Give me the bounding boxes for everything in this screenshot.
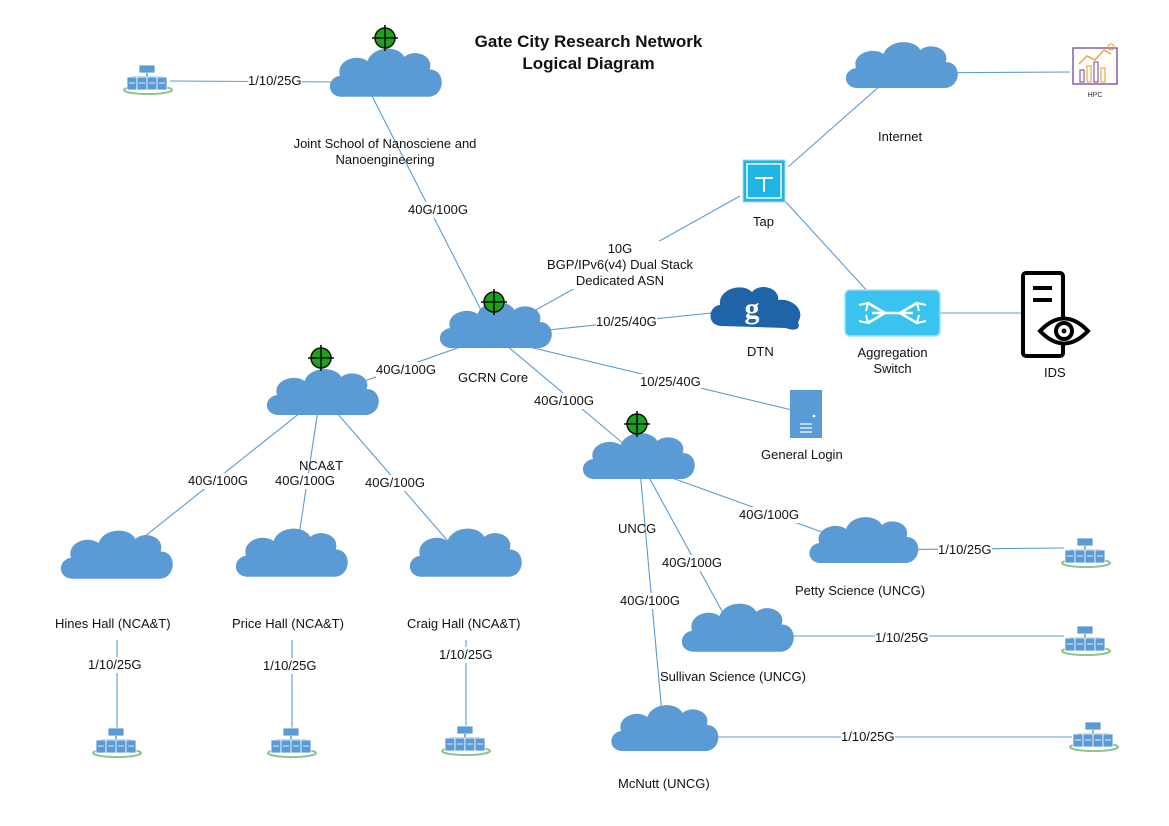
ncat-label: NCA&T — [299, 458, 344, 473]
tap-icon[interactable] — [742, 159, 786, 203]
petty-cloud-icon[interactable] — [809, 517, 919, 563]
link-label-core-tap: 10G BGP/IPv6(v4) Dual Stack Dedicated AS… — [540, 241, 700, 289]
craig-cloud-icon[interactable] — [409, 528, 522, 577]
aggregation-switch-label: Aggregation Switch — [857, 345, 928, 376]
server-clusters — [92, 64, 1119, 758]
petty-science-label: Petty Science (UNCG) — [795, 583, 926, 598]
link-label-core-tap-line3: Dedicated ASN — [575, 273, 665, 288]
hines-cloud-icon[interactable] — [60, 530, 173, 579]
link-label-sullivan-servers: 1/10/25G — [875, 630, 929, 646]
mcnutt-server-cluster-icon[interactable] — [1069, 721, 1119, 752]
link-label-ncat-craig: 40G/100G — [365, 475, 425, 491]
general-login-label: General Login — [761, 447, 843, 462]
link-label-hines-servers: 1/10/25G — [88, 657, 142, 673]
uncg-cloud-icon[interactable] — [582, 433, 695, 479]
ncat-cloud-icon[interactable] — [266, 369, 379, 415]
hpc-label: HPC — [1087, 92, 1103, 99]
tap-label: Tap — [753, 214, 774, 229]
uncg-label: UNCG — [618, 521, 657, 536]
link-label-jsnn-core: 40G/100G — [408, 202, 468, 218]
link-label-core-tap-line1: 10G — [607, 241, 633, 256]
title-line-2: Logical Diagram — [522, 54, 655, 73]
link-label-core-uncg: 40G/100G — [534, 393, 594, 409]
dtn-label: DTN — [747, 344, 774, 359]
jsnn-label: Joint School of Nanosciene and Nanoengin… — [293, 136, 477, 167]
craig-hall-label: Craig Hall (NCA&T) — [407, 616, 521, 631]
link-label-ncat-price: 40G/100G — [275, 473, 335, 489]
switch-icon[interactable] — [844, 289, 941, 337]
link-label-uncg-mcnutt: 40G/100G — [620, 593, 680, 609]
internet-label: Internet — [878, 129, 923, 144]
link-label-uncg-sullivan: 40G/100G — [662, 555, 722, 571]
petty-server-cluster-icon[interactable] — [1061, 537, 1111, 568]
clouds — [60, 42, 958, 751]
price-hall-label: Price Hall (NCA&T) — [232, 616, 344, 631]
link-label-petty-servers: 1/10/25G — [938, 542, 992, 558]
server-tower-icon[interactable] — [790, 390, 822, 438]
link-tap-internet — [787, 76, 891, 168]
link-label-core-dtn: 10/25/40G — [596, 314, 657, 330]
hines-server-cluster-icon[interactable] — [92, 727, 142, 758]
link-label-mcnutt-servers: 1/10/25G — [841, 729, 895, 745]
ids-label: IDS — [1044, 365, 1066, 380]
globus-cloud-icon[interactable]: g — [710, 286, 801, 330]
sullivan-server-cluster-icon[interactable] — [1061, 625, 1111, 656]
gcrn-core-label: GCRN Core — [458, 370, 529, 385]
link-label-ncat-hines: 40G/100G — [188, 473, 248, 489]
link-label-price-servers: 1/10/25G — [263, 658, 317, 674]
mcnutt-label: McNutt (UNCG) — [618, 776, 710, 791]
link-label-jsnn-servers: 1/10/25G — [248, 73, 302, 89]
link-label-core-ncat: 40G/100G — [376, 362, 436, 378]
price-cloud-icon[interactable] — [235, 528, 348, 577]
link-label-craig-servers: 1/10/25G — [439, 647, 493, 663]
ncat-router-icon[interactable] — [307, 344, 335, 372]
diagram-title: Gate City Research Network Logical Diagr… — [0, 31, 1169, 75]
craig-server-cluster-icon[interactable] — [441, 725, 491, 756]
price-server-cluster-icon[interactable] — [267, 727, 317, 758]
mcnutt-cloud-icon[interactable] — [611, 705, 719, 751]
link-label-core-tap-line2: BGP/IPv6(v4) Dual Stack — [547, 257, 693, 272]
svg-text:g: g — [745, 292, 760, 325]
title-line-1: Gate City Research Network — [474, 32, 703, 51]
link-label-core-login: 10/25/40G — [640, 374, 701, 390]
sullivan-cloud-icon[interactable] — [681, 603, 794, 652]
link-core-uncg — [499, 339, 626, 446]
link-tap-switch — [783, 199, 871, 295]
sullivan-science-label: Sullivan Science (UNCG) — [660, 669, 806, 684]
hines-hall-label: Hines Hall (NCA&T) — [55, 616, 171, 631]
ids-eye-icon[interactable] — [1021, 271, 1091, 358]
link-uncg-sullivan — [644, 469, 736, 636]
hpc-chart-icon[interactable] — [1072, 43, 1118, 85]
uncg-router-icon[interactable] — [623, 410, 651, 438]
link-label-uncg-petty: 40G/100G — [739, 507, 799, 523]
